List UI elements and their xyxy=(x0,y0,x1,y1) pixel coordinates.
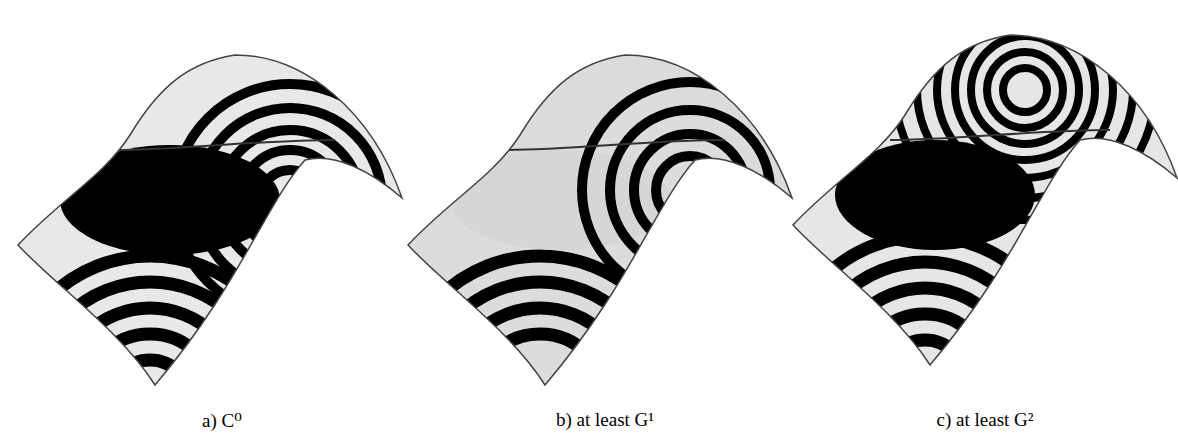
surface-g1 xyxy=(390,0,810,439)
panel-caption: b) at least G¹ xyxy=(556,409,654,431)
panel-caption: c) at least G² xyxy=(937,409,1034,431)
panel-caption: a) C⁰ xyxy=(202,409,242,432)
surface-g2 xyxy=(775,0,1178,439)
surface-c0 xyxy=(0,0,420,439)
